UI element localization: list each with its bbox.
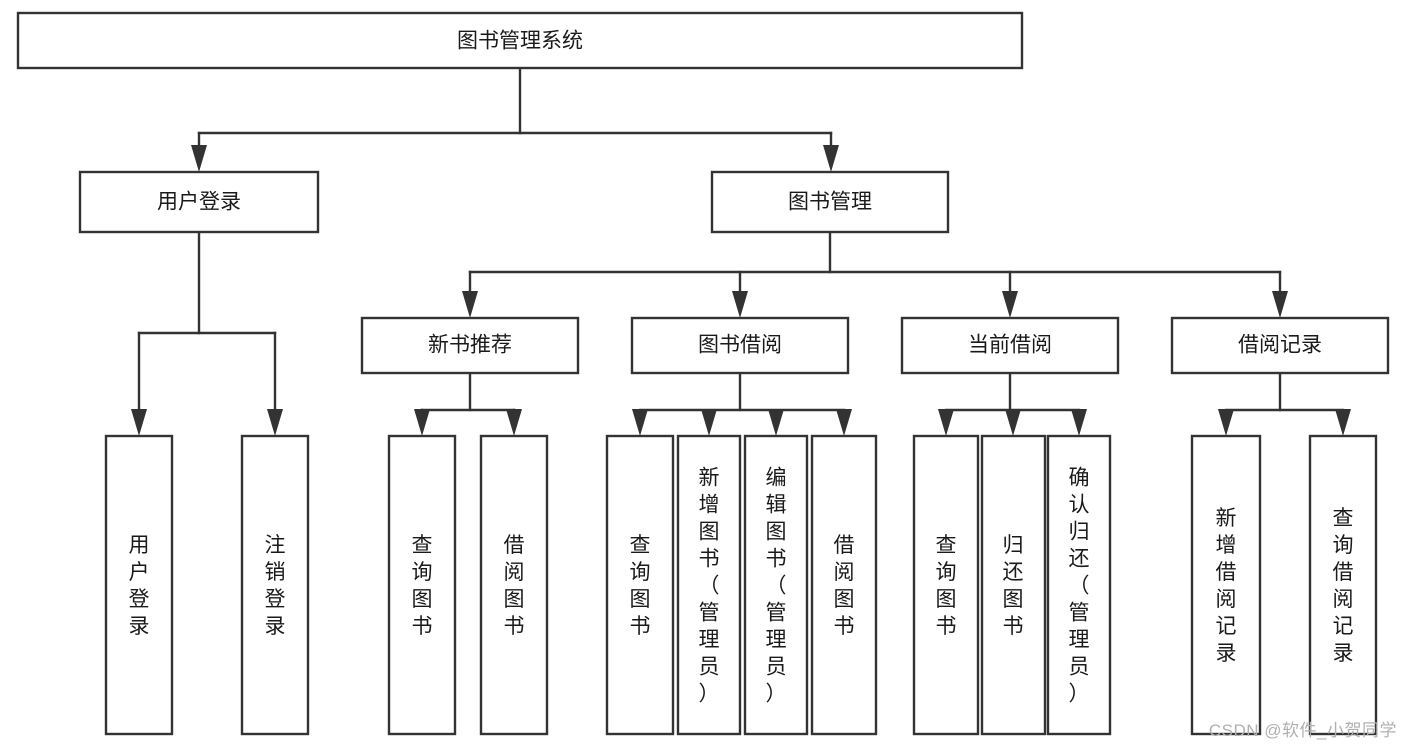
arrow-head-leaf-add-borrow-record	[1218, 409, 1234, 436]
node-book-management-box[interactable]	[710, 170, 950, 234]
leaf-user-login-box[interactable]	[104, 434, 174, 736]
leaf-query-book-1-label: 查询图书	[412, 534, 433, 638]
leaf-user-login-label: 用户登录	[129, 534, 150, 638]
node-root-label: 图书管理系统	[457, 30, 583, 53]
leaf-query-book-1-box[interactable]	[387, 434, 457, 736]
node-current-borrow[interactable]: 当前借阅	[900, 316, 1120, 375]
leaf-node-add-borrow-record[interactable]: 新增借阅记录	[1190, 434, 1262, 736]
leaf-node-confirm-return-admin[interactable]: 确认归还（管理员）	[1046, 434, 1112, 736]
arrow-head-leaf-borrow-book-2	[836, 409, 852, 436]
node-book-management[interactable]: 图书管理	[710, 170, 950, 234]
node-borrow-record-label: 借阅记录	[1238, 334, 1322, 357]
leaf-return-book-label: 归还图书	[1003, 534, 1024, 638]
leaf-borrow-book-1-box[interactable]	[479, 434, 549, 736]
connector-layer	[131, 66, 1351, 436]
leaf-node-query-book-1[interactable]: 查询图书	[387, 434, 457, 736]
arrow-head-leaf-add-book-admin	[701, 409, 717, 436]
leaf-node-user-logout[interactable]: 注销登录	[240, 434, 310, 736]
leaf-edit-book-admin-label: 编辑图书（管理员）	[766, 467, 787, 706]
arrow-head-leaf-confirm-return-admin	[1071, 409, 1087, 436]
leaf-node-edit-book-admin[interactable]: 编辑图书（管理员）	[743, 434, 809, 736]
arrow-head-leaf-query-book-2	[632, 409, 648, 436]
leaf-query-borrow-record-label: 查询借阅记录	[1333, 507, 1354, 665]
leaf-add-book-admin-box[interactable]	[676, 434, 742, 736]
arrow-head-user-login	[191, 145, 207, 172]
leaf-node-query-borrow-record[interactable]: 查询借阅记录	[1308, 434, 1378, 736]
node-borrow-record[interactable]: 借阅记录	[1170, 316, 1390, 375]
leaf-add-borrow-record-label: 新增借阅记录	[1216, 507, 1237, 665]
node-current-borrow-box[interactable]	[900, 316, 1120, 375]
leaf-query-book-3-box[interactable]	[912, 434, 980, 736]
node-user-login[interactable]: 用户登录	[78, 170, 320, 234]
leaf-confirm-return-admin-label: 确认归还（管理员）	[1069, 467, 1090, 706]
leaf-user-logout-box[interactable]	[240, 434, 310, 736]
leaf-add-book-admin-label: 新增图书（管理员）	[699, 467, 720, 706]
arrow-head-book-borrow	[732, 291, 748, 318]
node-book-borrow-box[interactable]	[630, 316, 850, 375]
node-new-book-recommend[interactable]: 新书推荐	[360, 316, 580, 375]
node-book-borrow[interactable]: 图书借阅	[630, 316, 850, 375]
node-book-borrow-label: 图书借阅	[698, 334, 782, 357]
node-root-box[interactable]	[16, 11, 1024, 70]
leaf-borrow-book-2-box[interactable]	[810, 434, 878, 736]
leaf-query-book-2-label: 查询图书	[630, 534, 651, 638]
leaf-borrow-book-2-label: 借阅图书	[834, 534, 855, 638]
node-root[interactable]: 图书管理系统	[16, 11, 1024, 70]
arrow-head-leaf-borrow-book-1	[506, 409, 522, 436]
leaf-query-borrow-record-box[interactable]	[1308, 434, 1378, 736]
leaf-node-return-book[interactable]: 归还图书	[980, 434, 1047, 736]
node-new-book-recommend-box[interactable]	[360, 316, 580, 375]
leaf-node-borrow-book-2[interactable]: 借阅图书	[810, 434, 878, 736]
arrow-head-leaf-user-login	[131, 409, 147, 436]
arrow-head-book-management	[823, 145, 839, 172]
arrow-head-borrow-record	[1272, 291, 1288, 318]
leaf-confirm-return-admin-box[interactable]	[1046, 434, 1112, 736]
node-current-borrow-label: 当前借阅	[968, 334, 1052, 357]
leaf-query-book-3-label: 查询图书	[936, 534, 957, 638]
arrow-head-leaf-query-borrow-record	[1335, 409, 1351, 436]
leaf-add-borrow-record-box[interactable]	[1190, 434, 1262, 736]
leaf-borrow-book-1-label: 借阅图书	[504, 534, 525, 638]
node-user-login-box[interactable]	[78, 170, 320, 234]
node-new-book-recommend-label: 新书推荐	[428, 334, 512, 357]
leaf-user-logout-label: 注销登录	[265, 534, 286, 638]
node-borrow-record-box[interactable]	[1170, 316, 1390, 375]
leaf-node-user-login[interactable]: 用户登录	[104, 434, 174, 736]
arrow-head-current-borrow	[1002, 291, 1018, 318]
leaf-node-query-book-3[interactable]: 查询图书	[912, 434, 980, 736]
leaf-query-book-2-box[interactable]	[605, 434, 675, 736]
node-book-management-label: 图书管理	[788, 191, 872, 214]
leaf-node-add-book-admin[interactable]: 新增图书（管理员）	[676, 434, 742, 736]
leaf-edit-book-admin-box[interactable]	[743, 434, 809, 736]
arrow-head-leaf-query-book-3	[938, 409, 954, 436]
arrow-head-new-book-recommend	[462, 291, 478, 318]
arrow-head-leaf-query-book-1	[414, 409, 430, 436]
leaf-node-query-book-2[interactable]: 查询图书	[605, 434, 675, 736]
arrow-head-leaf-edit-book-admin	[768, 409, 784, 436]
arrow-head-leaf-user-logout	[267, 409, 283, 436]
leaf-node-borrow-book-1[interactable]: 借阅图书	[479, 434, 549, 736]
node-user-login-label: 用户登录	[157, 191, 241, 214]
leaf-return-book-box[interactable]	[980, 434, 1047, 736]
arrow-head-leaf-return-book	[1005, 409, 1021, 436]
